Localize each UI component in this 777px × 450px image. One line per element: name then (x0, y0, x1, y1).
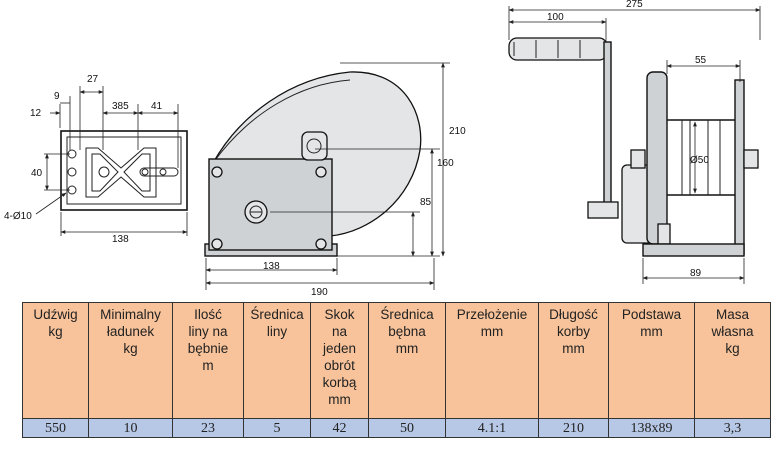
dim-27: 27 (87, 74, 99, 85)
dim-160: 160 (437, 158, 454, 169)
winch-side-view: 210 160 85 190 138 (204, 62, 466, 298)
dim-40: 40 (31, 168, 43, 179)
base-plate-view: 12 9 27 385 41 40 4-Ø10 138 (4, 74, 188, 245)
value-cell: 10 (88, 418, 173, 438)
value-cell: 550 (22, 418, 89, 438)
value-cell: 5 (243, 418, 311, 438)
dim-85: 85 (420, 197, 432, 208)
dim-385: 385 (112, 101, 129, 112)
dim-190: 190 (311, 287, 328, 298)
dim-12: 12 (30, 108, 42, 119)
value-cell: 138x89 (608, 418, 695, 438)
value-cell: 4.1:1 (445, 418, 539, 438)
dim-275: 275 (626, 0, 643, 10)
value-cell: 50 (368, 418, 446, 438)
dim-holes: 4-Ø10 (4, 211, 32, 222)
table-value-row: 550 10 23 5 42 50 4.1:1 210 138x89 3,3 (22, 418, 771, 438)
dim-9: 9 (54, 91, 60, 102)
dim-210: 210 (449, 126, 466, 137)
value-cell: 42 (310, 418, 369, 438)
value-cell: 3,3 (694, 418, 771, 438)
dim-89: 89 (690, 268, 702, 279)
dim-100: 100 (547, 12, 564, 23)
dim-55: 55 (695, 55, 707, 66)
dim-41: 41 (151, 101, 163, 112)
value-cell: 210 (538, 418, 609, 438)
technical-drawing: 12 9 27 385 41 40 4-Ø10 138 (4, 0, 761, 298)
dim-dia50: Ø50 (690, 155, 709, 166)
dim-138-middle: 138 (263, 261, 280, 272)
dim-138-left: 138 (112, 234, 129, 245)
value-cell: 23 (172, 418, 244, 438)
winch-front-view: 275 100 55 Ø50 89 (508, 0, 761, 284)
